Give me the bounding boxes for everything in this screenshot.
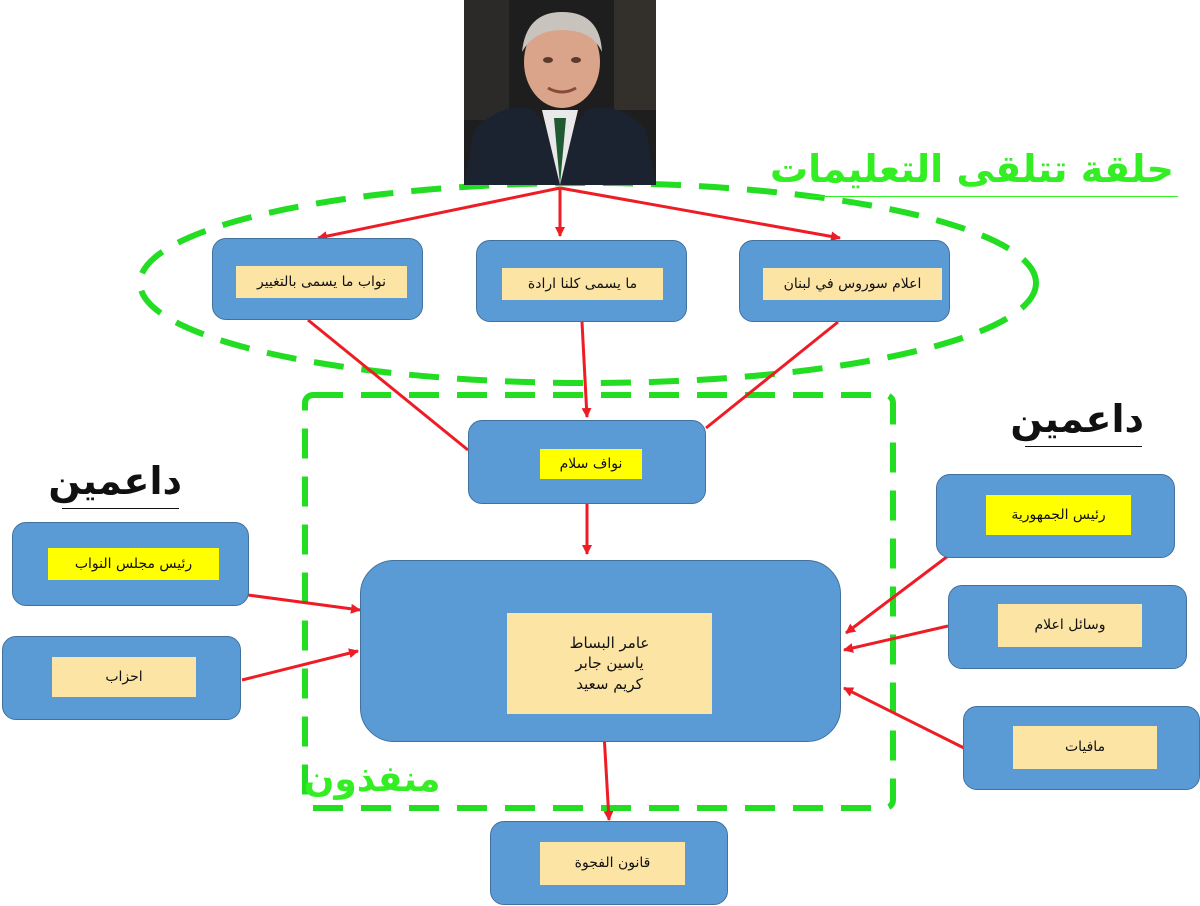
supporters-left-title: داعمين [48, 459, 182, 503]
supporters-right-underline [1025, 446, 1142, 447]
media-box: وسائل اعلام [948, 585, 1187, 669]
nawaf-salam-box: نواف سلام [468, 420, 706, 504]
executors-title: منفذون [303, 759, 441, 800]
supporters-right-title: داعمين [1010, 397, 1144, 441]
arrow-kulluna-to-nawaf [580, 321, 592, 418]
gap-law-label: قانون الفجوة [540, 842, 685, 885]
change-mps-label: نواب ما يسمى بالتغيير [236, 266, 407, 298]
parliament-speaker-label: رئيس مجلس النواب [48, 548, 219, 580]
executor-name: ياسين جابر [575, 654, 644, 673]
arrow-speaker-to-executors [247, 593, 361, 614]
mafias-box: مافيات [963, 706, 1200, 790]
executor-name: عامر البساط [569, 634, 650, 653]
kulluna-irada-box: ما يسمى كلنا ارادة [476, 240, 687, 322]
media-label: وسائل اعلام [998, 604, 1142, 647]
change-mps-box: نواب ما يسمى بالتغيير [212, 238, 423, 320]
executor-name: كريم سعيد [576, 674, 643, 693]
arrow-parties-to-executors [241, 648, 359, 682]
kulluna-irada-label: ما يسمى كلنا ارادة [502, 268, 663, 300]
parties-box: احزاب [2, 636, 241, 720]
executors-box: عامر البساط ياسين جابر كريم سعيد [360, 560, 841, 742]
parliament-speaker-box: رئيس مجلس النواب [12, 522, 249, 606]
mafias-label: مافيات [1013, 726, 1157, 769]
supporters-left-underline [62, 508, 179, 509]
instructions-circle-outline [137, 180, 1039, 386]
line-change-mps-to-nawaf [307, 318, 469, 452]
nawaf-salam-label: نواف سلام [540, 449, 642, 479]
line-soros-media-to-nawaf [705, 320, 839, 430]
parties-label: احزاب [52, 657, 196, 697]
portrait-photo [464, 0, 656, 185]
executors-names: عامر البساط ياسين جابر كريم سعيد [507, 613, 712, 714]
soros-media-box: اعلام سوروس في لبنان [739, 240, 950, 322]
president-box: رئيس الجمهورية [936, 474, 1175, 558]
arrow-to-change-mps [317, 186, 561, 242]
gap-law-box: قانون الفجوة [490, 821, 728, 905]
arrow-media-to-executors [843, 624, 949, 653]
instructions-circle-title: حلقة تتلقى التعليمات [769, 147, 1174, 191]
soros-media-label: اعلام سوروس في لبنان [763, 268, 942, 300]
arrow-to-soros-media [559, 186, 841, 242]
arrow-mafias-to-executors [843, 686, 965, 750]
arrow-president-to-executors [845, 554, 949, 635]
instructions-title-underline [806, 196, 1178, 197]
president-label: رئيس الجمهورية [986, 495, 1131, 535]
